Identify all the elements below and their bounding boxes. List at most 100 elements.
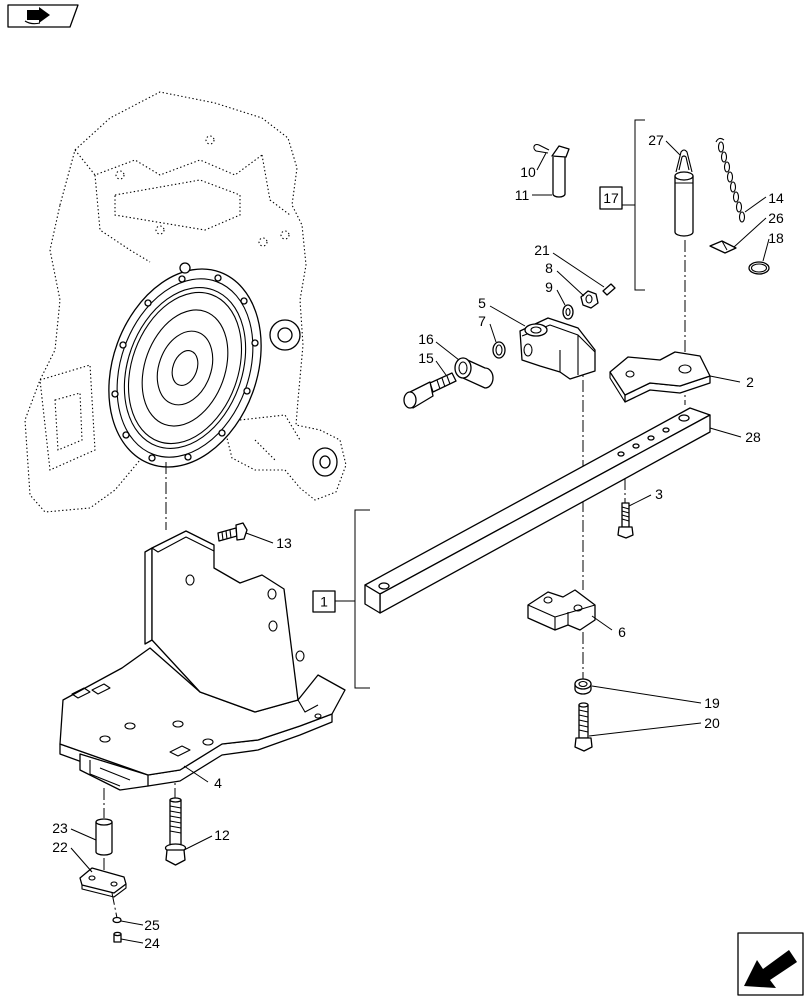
bracket-line	[634, 119, 645, 291]
part-16-bushing	[454, 357, 494, 389]
saddle-body	[527, 589, 596, 631]
housing-outline	[24, 91, 347, 513]
base-hole	[202, 738, 214, 746]
bolt-tip	[169, 797, 182, 803]
bracket-line	[354, 509, 370, 689]
washer-outer	[492, 341, 506, 359]
leader-lines	[70, 140, 770, 944]
clip-hole	[110, 881, 118, 887]
upright-hole	[295, 650, 305, 662]
book-arrow-icon[interactable]	[7, 4, 79, 28]
leader-line	[588, 722, 702, 737]
housing-plug	[179, 262, 191, 274]
base-hole	[124, 722, 136, 730]
screw-body	[602, 283, 616, 296]
bar-front-face	[379, 414, 711, 614]
nut-body	[580, 290, 599, 309]
part-8-nut	[580, 290, 599, 309]
leader-line	[762, 238, 770, 262]
bolt-head	[403, 391, 417, 409]
washer-outer	[574, 678, 592, 690]
ring-inner	[750, 263, 768, 273]
saddle-hole	[573, 604, 583, 612]
callout-18: 18	[768, 230, 784, 246]
leader-line	[489, 305, 526, 327]
part-4-hitch-bracket	[59, 530, 346, 791]
housing-hole	[280, 230, 290, 240]
axle-housing-reference	[24, 91, 347, 513]
housing-mount-plate	[54, 392, 83, 451]
boss-inner	[319, 455, 331, 469]
bolt-head	[165, 849, 186, 866]
group-ref-1: 1	[320, 594, 328, 610]
bolt-threads	[578, 709, 589, 733]
bar-hole	[617, 451, 625, 457]
leader-line	[70, 847, 93, 873]
housing-hole	[258, 237, 268, 247]
bar-hole	[647, 435, 655, 441]
callout-2: 2	[746, 374, 754, 390]
washer-inner	[578, 680, 588, 688]
bar-hole	[632, 443, 640, 449]
flange-ring	[127, 291, 243, 445]
callout-9: 9	[545, 279, 553, 295]
upright-side	[144, 547, 153, 645]
callout-12: 12	[214, 827, 230, 843]
group-1-bracket: 1	[312, 509, 370, 689]
bolt-head	[617, 526, 634, 539]
washer-inner	[495, 344, 503, 356]
housing-mount-plate	[39, 364, 96, 471]
leader-line	[665, 140, 681, 156]
callout-28: 28	[745, 429, 761, 445]
housing-hole	[205, 135, 215, 145]
bolt-hole	[111, 390, 119, 398]
part-13-bolt	[217, 522, 248, 542]
icon-hand	[24, 20, 41, 25]
callout-22: 22	[52, 839, 68, 855]
leader-line	[556, 289, 566, 306]
leader-line	[552, 252, 605, 288]
group-ref-box	[599, 186, 623, 210]
callout-labels: 10 11 27 14 26 18 21 8 9 5 7 16 15 2 28 …	[52, 132, 784, 951]
part-12-bolt	[164, 797, 187, 866]
housing-flange	[108, 268, 262, 468]
part-15-bolt	[403, 372, 457, 409]
part-10-cotter-pin	[533, 144, 550, 154]
callout-11: 11	[515, 187, 530, 203]
pin-body	[674, 176, 694, 237]
housing-hole	[155, 225, 165, 235]
washer-inner	[565, 307, 571, 317]
base-plate	[59, 647, 346, 776]
housing-hole	[115, 170, 125, 180]
part-11-clevis-pin	[551, 145, 570, 198]
plate-top	[609, 351, 711, 396]
bolt-shaft	[217, 527, 238, 542]
bar-hole	[662, 427, 670, 433]
housing-boss	[179, 262, 338, 477]
callout-13: 13	[276, 535, 292, 551]
pin-top	[95, 818, 113, 826]
housing-detail	[114, 179, 241, 231]
bolt-hole	[119, 341, 127, 349]
part-27-linch-pin	[674, 149, 694, 237]
callout-20: 20	[704, 715, 720, 731]
leader-line	[709, 375, 741, 383]
housing-detail	[239, 414, 301, 461]
housing-detail	[261, 154, 291, 216]
base-slot	[71, 687, 91, 699]
leader-line	[709, 427, 742, 438]
callout-4: 4	[214, 775, 222, 791]
bracket-boss	[524, 323, 548, 337]
group-17-bracket: 17	[599, 119, 645, 291]
chain-link	[720, 151, 728, 163]
bolt-hole	[218, 429, 226, 437]
callout-21: 21	[534, 242, 550, 258]
bolt-tip	[578, 702, 589, 708]
leader-line	[120, 920, 144, 926]
next-page-arrow-icon[interactable]	[737, 932, 804, 996]
callout-10: 10	[520, 164, 536, 180]
leader-line	[628, 494, 652, 507]
callout-19: 19	[704, 695, 720, 711]
plate-hole	[625, 370, 635, 378]
